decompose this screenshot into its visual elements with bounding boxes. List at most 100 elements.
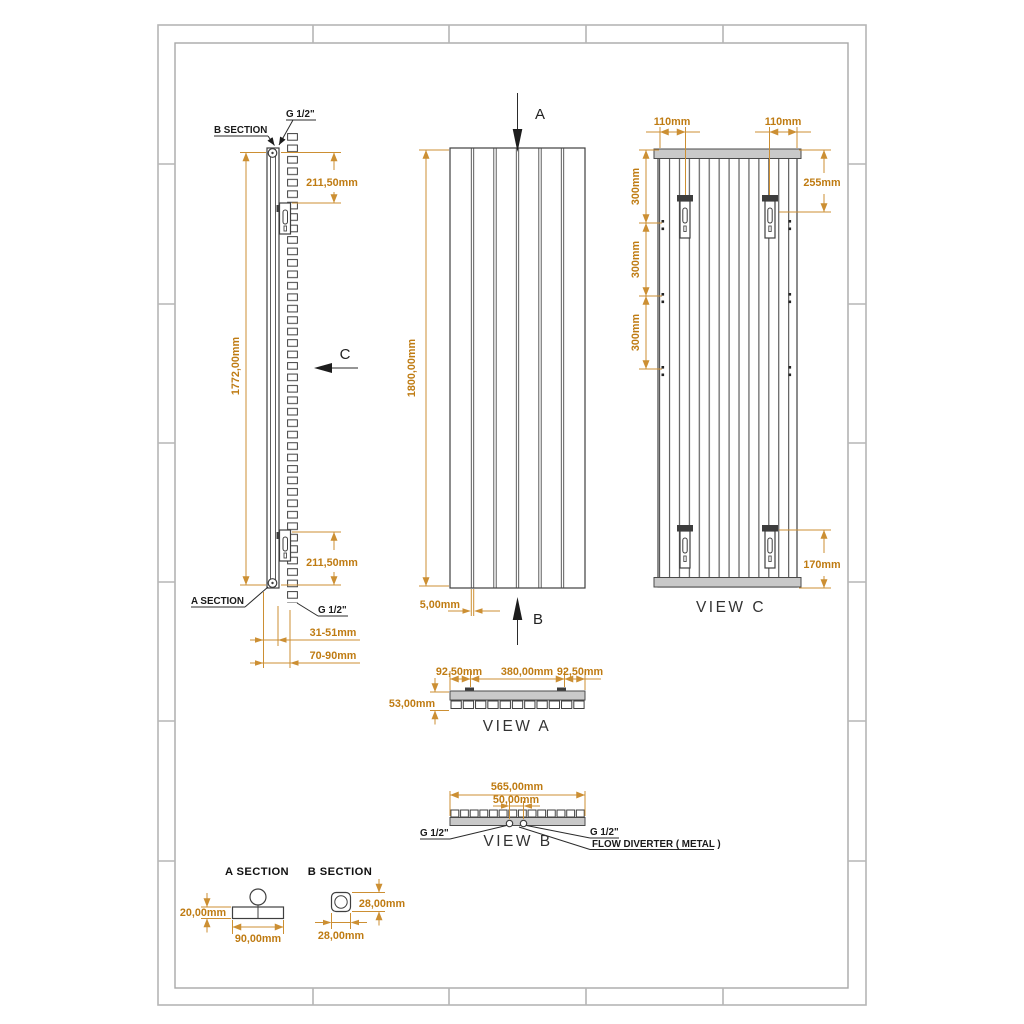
convector-fins: [287, 133, 298, 603]
g-half-viewb-left: G 1/2": [420, 828, 449, 839]
section-a-pipe-circle: [249, 888, 267, 906]
dim-20: 20,00mm: [180, 907, 226, 919]
front-panel-outline: [449, 147, 586, 589]
arrow-7090-l: [255, 660, 264, 666]
dim-300-2: 300mm: [630, 241, 642, 278]
dim-28-width: 28,00mm: [318, 930, 364, 942]
view-b-fin-boxes: [450, 809, 585, 818]
dim-1800: 1800,00mm: [406, 339, 418, 397]
section-a-letter: A: [535, 106, 545, 123]
view-b: 565,00mm 50,00mm G 1/2" G 1/2" FLOW DIVE…: [420, 781, 721, 850]
arrow-28b-r: [350, 919, 359, 926]
dim-21150-top: 211,50mm: [306, 177, 358, 189]
wall-bracket-top-right: [762, 195, 778, 239]
dim-110-right: 110mm: [765, 116, 802, 128]
dim-ext-clearance: [263, 592, 291, 668]
arrow-3151-r: [278, 637, 287, 643]
dim-50-lines: [493, 801, 540, 819]
dim-300-1: 300mm: [630, 168, 642, 205]
dim-110-left: 110mm: [654, 116, 691, 128]
mounting-holes: [661, 220, 792, 377]
section-a-arrowhead: [512, 129, 523, 152]
view-a-bracket-nub-left: [465, 687, 474, 692]
view-b-connection-left: [505, 819, 514, 828]
dim-110l-lines: [646, 127, 700, 195]
side-panel-body: [266, 147, 280, 589]
view-c-title: VIEW C: [696, 599, 766, 616]
g-half-top-label: G 1/2": [286, 109, 315, 120]
dim-53: 53,00mm: [389, 698, 435, 710]
g-half-top-leader: [278, 119, 294, 146]
arrow-50-r: [523, 803, 532, 809]
dim-3151: 31-51mm: [310, 627, 357, 639]
wall-bracket-top-left: [677, 195, 693, 239]
g-half-viewb-right: G 1/2": [590, 827, 619, 838]
bottom-header-bar: [653, 577, 802, 588]
a-section-callout: A SECTION: [191, 596, 244, 607]
g-half-viewb-right-leader: [526, 825, 619, 839]
a-section-leader: [191, 586, 269, 608]
dim-50: 50,00mm: [493, 794, 539, 806]
front-panel-slat-joints: [470, 148, 565, 588]
section-b-bore: [334, 895, 348, 909]
dim-28b-lines: [315, 913, 367, 929]
arrow-gap-r: [474, 608, 483, 614]
top-connection-dot: [271, 151, 274, 155]
front-view: A B 1800,00mm 5,00mm: [406, 93, 586, 645]
view-a-bracket-nub-right: [557, 687, 566, 692]
arrow-gap-l: [462, 608, 471, 614]
top-header-bar: [653, 148, 802, 159]
dim-gap: 5,00mm: [420, 599, 460, 611]
section-c-arrowhead: [314, 363, 332, 373]
view-a-fin-boxes: [450, 700, 585, 709]
dim-1772: 1772,00mm: [230, 337, 242, 395]
dim-21150-bottom: 211,50mm: [306, 557, 358, 569]
b-section-leader: [267, 135, 275, 146]
arrow-3151-l: [255, 637, 264, 643]
inner-border: [174, 42, 849, 989]
side-bracket-bottom: [276, 529, 292, 562]
section-a-title: A SECTION: [225, 866, 289, 878]
dim-170: 170mm: [803, 559, 840, 571]
section-b-arrowhead: [512, 597, 523, 620]
dim-925-right: 92,50mm: [557, 666, 603, 678]
dim-28-height: 28,00mm: [359, 898, 405, 910]
section-b-letter: B: [533, 611, 543, 628]
view-b-connection-right: [519, 819, 528, 828]
section-b-tube: [330, 891, 352, 913]
section-b-title: B SECTION: [308, 866, 373, 878]
dim-255: 255mm: [803, 177, 840, 189]
section-b-detail: B SECTION 28,00mm 28,00mm: [308, 866, 405, 942]
arrow-7090-r: [290, 660, 299, 666]
view-b-title: VIEW B: [483, 833, 552, 850]
view-a-panel-bar: [449, 690, 586, 701]
section-c-letter: C: [340, 346, 351, 363]
dim-925-left: 92,50mm: [436, 666, 482, 678]
wall-bracket-bottom-right: [762, 525, 778, 569]
bottom-connection-dot: [271, 581, 274, 585]
dim-ext-1772: [240, 152, 266, 586]
b-section-callout: B SECTION: [214, 125, 267, 136]
side-panel-walls: [270, 149, 276, 587]
sheet-frame: [157, 24, 867, 1006]
dim-ext-1800: [419, 149, 449, 587]
side-bracket-top: [276, 202, 292, 235]
g-half-viewb-left-leader: [420, 825, 507, 840]
dim-gap-lines: [448, 589, 500, 616]
dim-565: 565,00mm: [491, 781, 543, 793]
outer-border: [157, 24, 867, 1006]
arrow-50-l: [501, 803, 510, 809]
view-a-title: VIEW A: [483, 718, 551, 735]
flow-diverter-label: FLOW DIVERTER ( METAL ): [592, 839, 721, 850]
dim-300-3: 300mm: [630, 314, 642, 351]
g-half-bottom-label: G 1/2": [318, 605, 347, 616]
dim-7090: 70-90mm: [310, 650, 357, 662]
section-a-detail: A SECTION 20,00mm 90,00mm: [180, 866, 289, 945]
g-half-bottom-leader: [296, 602, 348, 617]
side-view: B SECTION G 1/2" A SECTION G 1/2" 211,50…: [191, 109, 360, 668]
view-a: 92,50mm 380,00mm 92,50mm 53,00mm VIEW A: [389, 666, 603, 735]
view-b-panel-bar: [449, 817, 586, 826]
dim-380: 380,00mm: [501, 666, 553, 678]
